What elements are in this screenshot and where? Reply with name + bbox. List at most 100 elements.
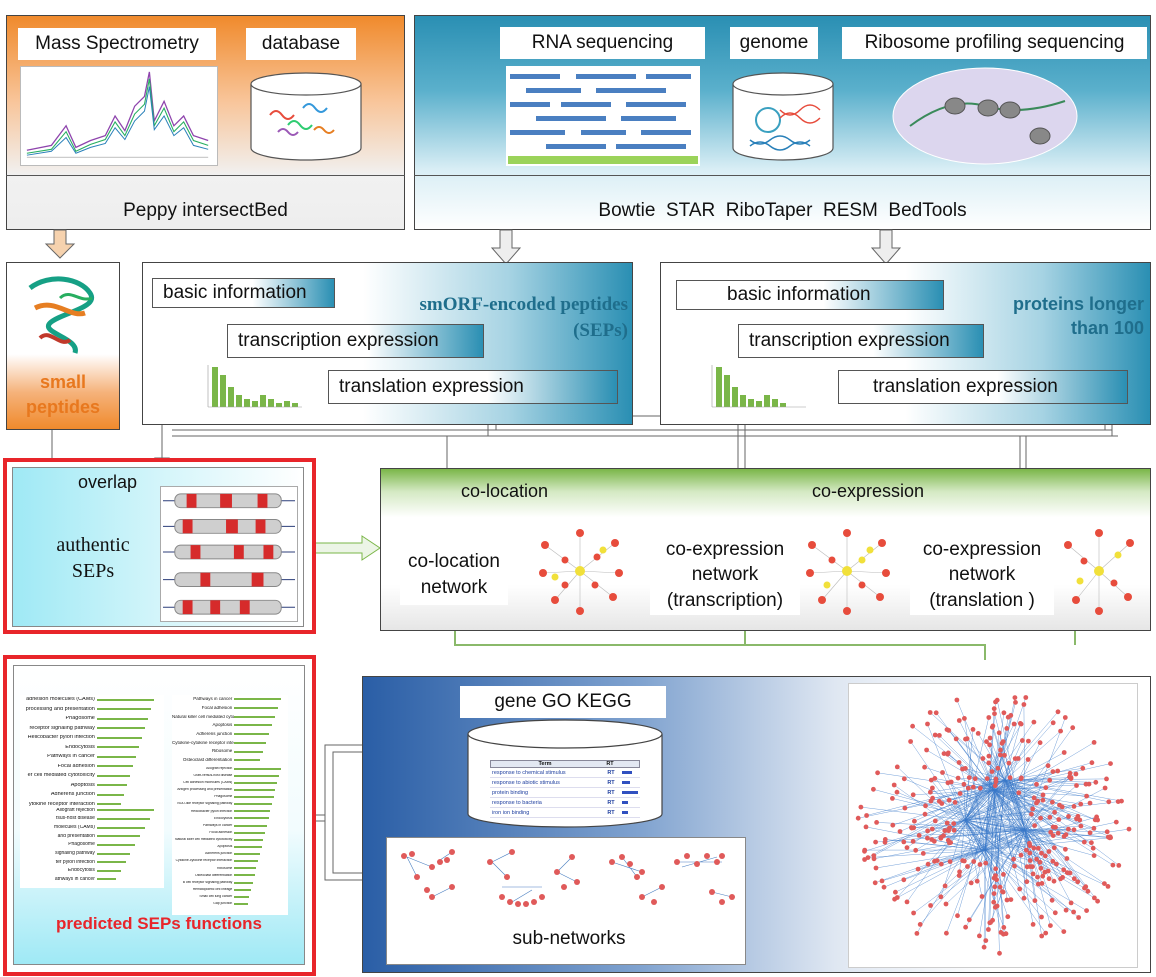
kegg-term-label: Focal adhesion: [201, 705, 233, 710]
go-table-header: Term RT: [490, 760, 640, 768]
kegg-term-label: Osteoclast differentiation: [195, 873, 233, 877]
kegg-term-bar: [234, 874, 255, 877]
kegg-term-label: ter pylori infection: [55, 859, 95, 865]
proteins-translation: translation expression: [838, 370, 1128, 404]
kegg-term-row: Focal adhesion: [172, 829, 288, 836]
co-location-network-label: co-location network: [400, 545, 508, 605]
kegg-term-label: receptor signaling pathway: [29, 725, 95, 731]
arrow-down-mid: [490, 229, 522, 265]
kegg-term-label: processing and presentation: [25, 706, 95, 712]
kegg-term-label: Ribosome: [212, 749, 233, 754]
kegg-term-row: Cytokine-cytokine receptor interaction: [172, 858, 288, 865]
kegg-term-row: receptor signaling pathway: [20, 724, 164, 734]
kegg-term-bar: [234, 707, 278, 710]
go-term-cell: response to abiotic stimulus: [492, 779, 560, 786]
kegg-term-label: Helicobacter pylori infection: [190, 809, 233, 813]
kegg-term-bar: [96, 708, 152, 711]
kegg-term-bar: [234, 817, 269, 820]
kegg-term-bar: [96, 765, 133, 768]
line-collect-1: [172, 429, 1118, 437]
proteins-transcription: transcription expression: [738, 324, 984, 358]
kegg-term-label: Gap junction: [213, 902, 233, 906]
kegg-term-bar: [96, 736, 143, 739]
kegg-term-label: Allograft rejection: [56, 807, 95, 813]
kegg-term-bar: [96, 793, 124, 796]
mass-spec-label: Mass Spectrometry: [18, 28, 216, 60]
go-table-row: response to abiotic stimulus RT: [490, 778, 640, 788]
go-term-cell: iron ion binding: [492, 809, 530, 816]
gene-go-kegg-label: gene GO KEGG: [460, 686, 666, 718]
go-term-cell: protein binding: [492, 789, 529, 796]
kegg-term-row: Hematopoietic cell lineage: [172, 886, 288, 893]
kegg-term-row: signaling pathway: [20, 849, 164, 858]
co-expr-translation-label: co-expression network (translation ): [910, 535, 1054, 615]
kegg-term-bar: [96, 755, 136, 758]
go-rt-cell: RT: [607, 779, 615, 786]
co-expr-transcription-label: co-expression network (transcription): [650, 535, 800, 615]
kegg-term-row: Natural killer cell mediated cytotoxicit…: [172, 836, 288, 843]
kegg-term-label: Phagosome: [214, 795, 233, 799]
kegg-term-bar: [234, 698, 281, 701]
kegg-term-bar: [96, 746, 140, 749]
seps-title: smORF-encoded peptides (SEPs): [419, 294, 628, 341]
kegg-term-bar: [234, 767, 281, 770]
kegg-term-bar: [234, 810, 271, 813]
kegg-term-row: Gap junction: [172, 900, 288, 907]
go-rt-cell: RT: [607, 769, 615, 776]
kegg-term-label: Cell adhesion molecules (CAMs): [183, 781, 233, 785]
sub-networks-graphs: [401, 849, 735, 907]
kegg-term-label: molecules (CAMs): [54, 825, 95, 831]
overlap-label: overlap: [78, 472, 138, 492]
kegg-term-label: Endocytosis: [214, 816, 233, 820]
seps-basic-info: basic information: [152, 278, 335, 308]
co-location-header: co-location: [461, 481, 549, 501]
right-tools-label: Bowtie STAR RiboTaper RESM BedTools: [598, 200, 967, 221]
kegg-term-bar: [96, 817, 150, 820]
kegg-term-row: Phagosome: [20, 841, 164, 850]
kegg-term-bar: [234, 759, 261, 762]
kegg-term-row: Pathways in cancer: [172, 695, 288, 704]
protein-structure-image: [28, 276, 95, 354]
go-rt-cell: RT: [607, 809, 615, 816]
kegg-term-row: ter pylori infection: [20, 858, 164, 867]
kegg-term-row: B cell receptor signaling pathway: [172, 879, 288, 886]
kegg-term-row: Endocytosis: [20, 866, 164, 875]
kegg-term-row: Antigen processing and presentation: [172, 786, 288, 793]
kegg-term-bar: [96, 717, 149, 720]
kegg-term-bar: [96, 878, 117, 881]
kegg-term-row: processing and presentation: [20, 705, 164, 715]
kegg-term-bar: [96, 835, 141, 838]
arrow-authentic-to-network: [305, 535, 381, 561]
kegg-term-row: Focal adhesion: [172, 704, 288, 713]
kegg-term-bar: [96, 727, 146, 730]
kegg-term-label: Apoptosis: [212, 723, 233, 728]
seps-transcription: transcription expression: [227, 324, 484, 358]
kegg-term-row: Adherens junction: [172, 851, 288, 858]
go-term-cell: response to bacteria: [492, 799, 542, 806]
kegg-term-row: and presentation: [20, 832, 164, 841]
go-term-cell: response to chemical stimulus: [492, 769, 566, 776]
co-expr-translation-graph: [1064, 529, 1134, 615]
go-bar-cell: [622, 800, 640, 806]
proteins-title: proteins longer than 100: [1012, 294, 1144, 339]
kegg-term-bar: [96, 774, 130, 777]
kegg-term-bar: [234, 881, 253, 884]
kegg-term-row: Phagosome: [20, 714, 164, 724]
kegg-term-row: Small cell lung cancer: [172, 893, 288, 900]
divider: [414, 175, 1151, 176]
kegg-term-bar: [96, 861, 126, 864]
kegg-term-bar: [234, 796, 274, 799]
kegg-term-label: Apoptosis: [70, 782, 95, 788]
kegg-term-row: Apoptosis: [172, 721, 288, 730]
kegg-term-bar: [234, 838, 264, 841]
kegg-term-row: athways in cancer: [20, 875, 164, 884]
go-header-term: Term: [538, 761, 552, 767]
ribosome-image: [892, 67, 1078, 165]
kegg-term-row: Osteoclast differentiation: [172, 872, 288, 879]
kegg-term-row: Pathways in cancer: [20, 752, 164, 762]
